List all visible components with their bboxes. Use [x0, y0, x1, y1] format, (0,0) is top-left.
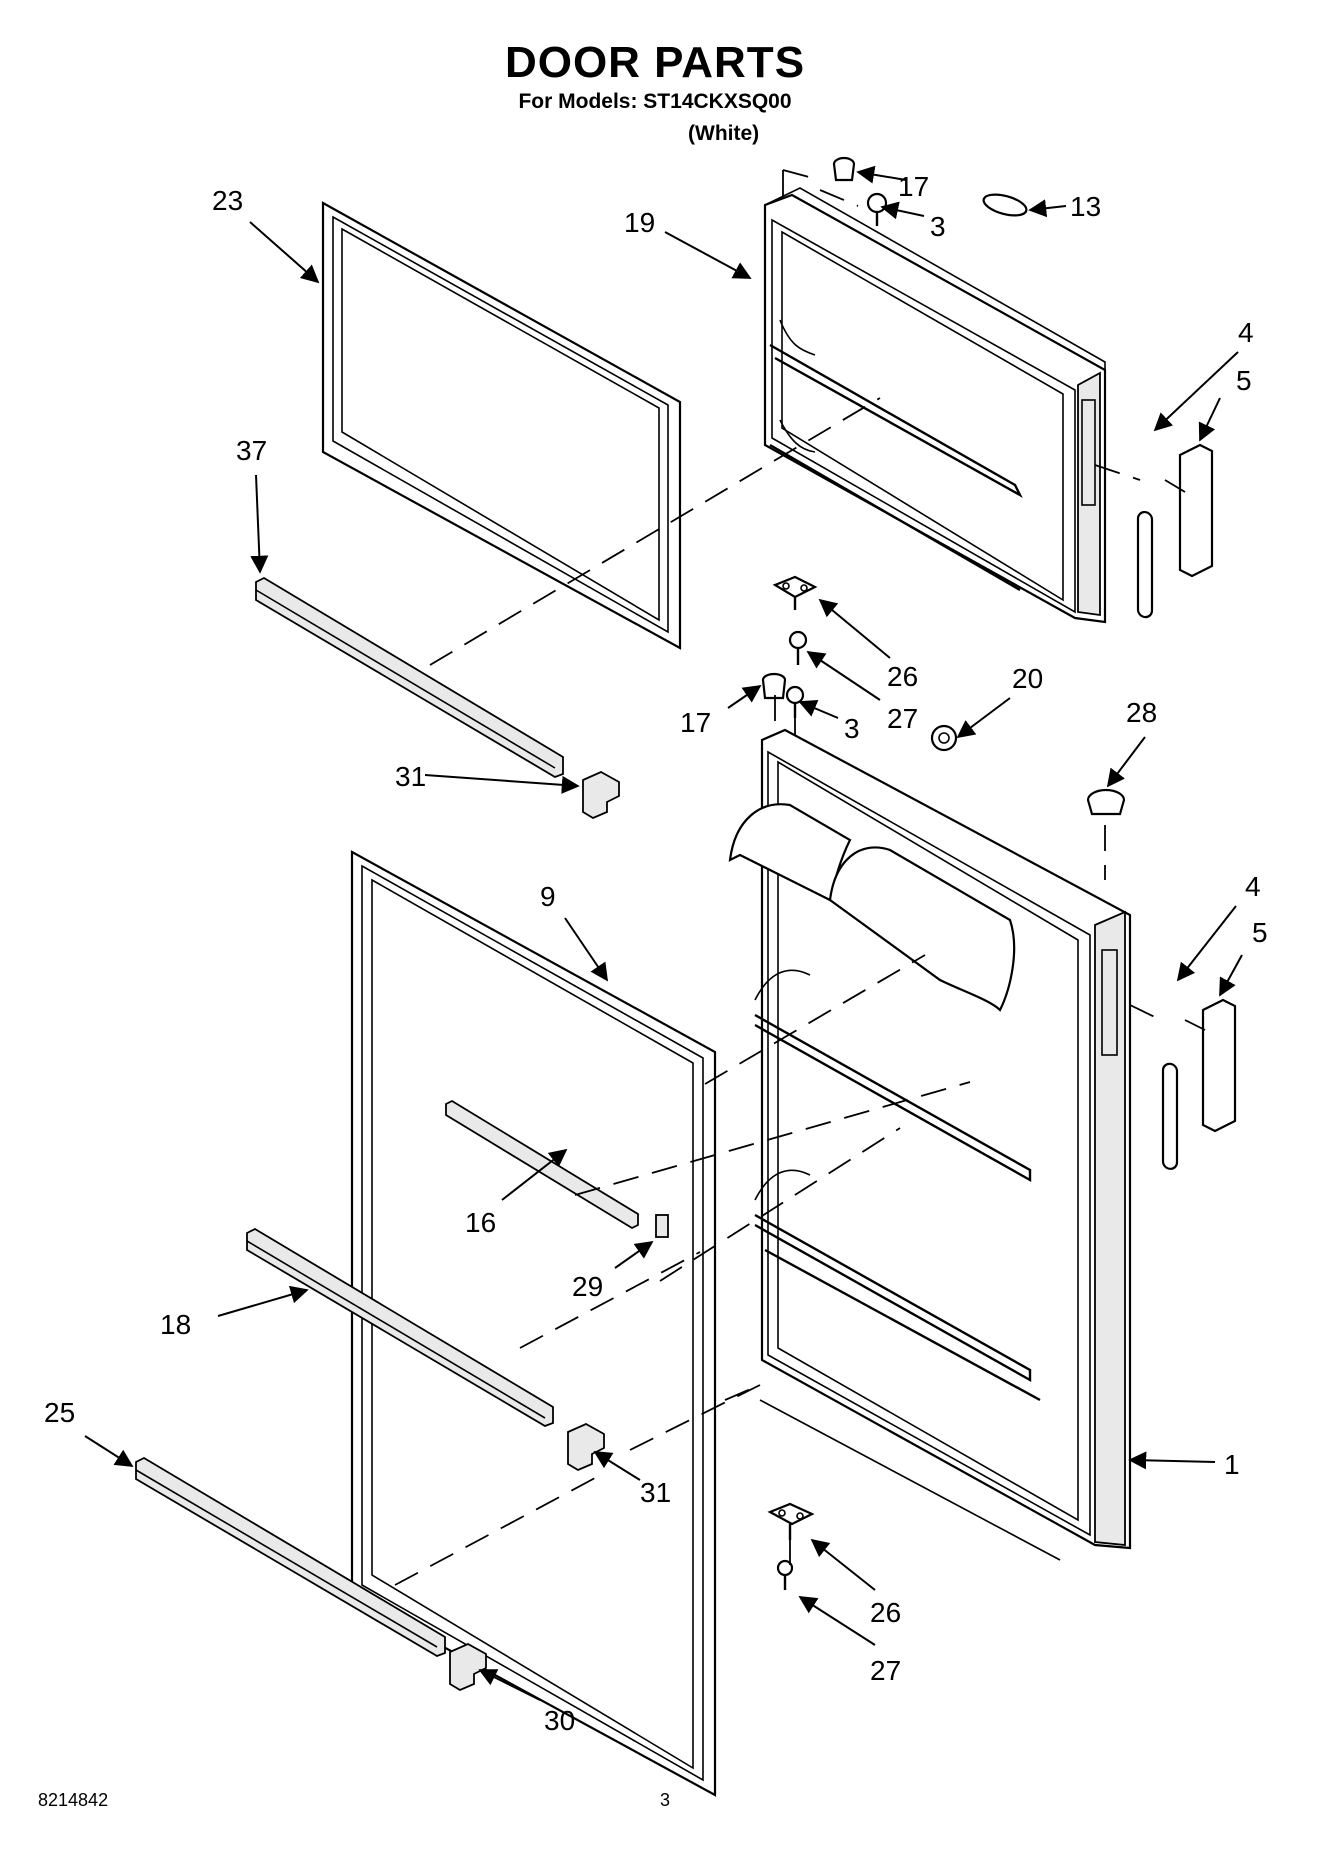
callout-5-bottom: 5 — [1252, 917, 1268, 948]
callout-27-top: 27 — [887, 703, 918, 734]
callout-4-top: 4 — [1238, 317, 1254, 348]
callout-13: 13 — [1070, 191, 1101, 222]
callout-26-top: 26 — [887, 661, 918, 692]
freezer-gasket-part — [321, 201, 682, 650]
strip-clip-part — [582, 770, 620, 820]
callout-37: 37 — [236, 435, 267, 466]
callout-31-bottom: 31 — [640, 1477, 671, 1508]
hinge-hole-cover-part — [982, 193, 1028, 217]
fresh-food-door-part — [728, 728, 1132, 1561]
door-stop-part — [930, 724, 958, 752]
callout-4-bottom: 4 — [1245, 871, 1261, 902]
callout-3-mid: 3 — [844, 713, 860, 744]
callout-25: 25 — [44, 1397, 75, 1428]
callout-27-bottom: 27 — [870, 1655, 901, 1686]
callout-19: 19 — [624, 207, 655, 238]
hinge-screw-part — [866, 192, 888, 226]
door-handle-lower-part — [1201, 998, 1237, 1133]
callout-30: 30 — [544, 1705, 575, 1736]
hinge-hole-plug-part — [1086, 788, 1126, 880]
page-title: DOOR PARTS — [504, 38, 806, 87]
callout-1: 1 — [1224, 1449, 1240, 1480]
door-bar-part — [445, 1099, 639, 1230]
callout-18: 18 — [160, 1309, 191, 1340]
callout-26-bottom: 26 — [870, 1597, 901, 1628]
leader-arrows — [84, 165, 1243, 1701]
callout-31-top: 31 — [395, 761, 426, 792]
callout-20: 20 — [1012, 663, 1043, 694]
door-handle-part — [1178, 443, 1214, 578]
lower-door-bar-part — [246, 1227, 554, 1427]
callout-29: 29 — [572, 1271, 603, 1302]
callout-23: 23 — [212, 185, 243, 216]
model-subtitle: For Models: ST14CKXSQ00 — [518, 90, 792, 113]
callout-3-top: 3 — [930, 211, 946, 242]
page-number: 3 — [660, 1790, 671, 1810]
color-variant: (White) — [688, 122, 760, 145]
center-hinge-screw-part — [788, 630, 808, 665]
center-hinge-bolt-part — [785, 685, 805, 718]
document-number: 8214842 — [38, 1790, 109, 1810]
bottom-hinge-part — [767, 1502, 815, 1540]
callout-16: 16 — [465, 1207, 496, 1238]
center-hinge-plug-part — [761, 672, 787, 700]
callout-28: 28 — [1126, 697, 1157, 728]
callout-labels: 23 19 17 3 13 37 4 5 26 27 20 17 3 28 31… — [44, 171, 1268, 1736]
handle-insert-lower-part — [1161, 1062, 1179, 1170]
bar-end-cap-part — [655, 1214, 669, 1238]
lower-strip-clip-part — [567, 1422, 605, 1472]
hinge-cover-plug-part — [832, 156, 856, 182]
freezer-door-strip-part — [255, 576, 564, 778]
bottom-hinge-screw-part — [776, 1559, 794, 1590]
bottom-clip-part — [449, 1642, 487, 1692]
center-hinge-part — [772, 575, 818, 610]
callout-5-top: 5 — [1236, 365, 1252, 396]
handle-insert-part — [1136, 510, 1154, 619]
callout-17-mid: 17 — [680, 707, 711, 738]
alignment-lines — [394, 397, 1206, 1586]
freezer-door-part — [763, 187, 1107, 624]
callout-17-top: 17 — [898, 171, 929, 202]
callout-9: 9 — [540, 881, 556, 912]
bottom-door-bar-part — [135, 1456, 446, 1657]
